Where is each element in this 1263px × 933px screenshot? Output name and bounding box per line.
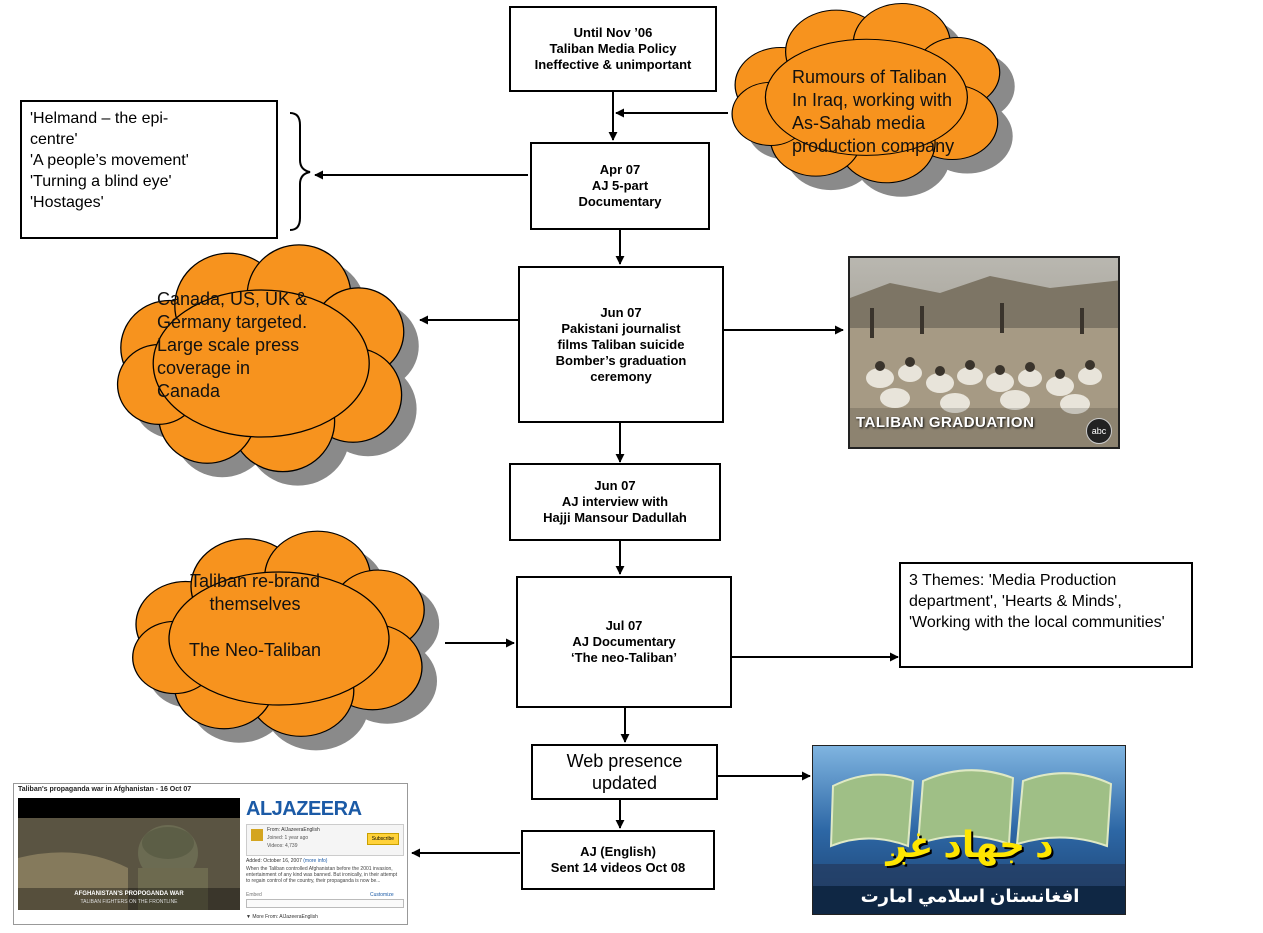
- box-line: Jul 07: [605, 618, 643, 633]
- box-web-presence: Web presence updated: [531, 744, 718, 800]
- box-until-nov: Until Nov ’06 Taliban Media Policy Ineff…: [509, 6, 717, 92]
- aj-description: When the Taliban controlled Afghanistan …: [246, 866, 398, 884]
- note-line: 'Hostages': [30, 194, 104, 211]
- aj-more-info-link[interactable]: (more info): [303, 858, 328, 864]
- aj-more-from[interactable]: ▼ More From: AlJazeeraEnglish: [246, 914, 318, 920]
- note-line: 'A people’s movement': [30, 152, 189, 169]
- cloud-line: [170, 616, 340, 639]
- image-taliban-graduation: TALIBAN GRADUATION abc: [848, 256, 1120, 449]
- box-line: Apr 07: [599, 162, 641, 177]
- aj-logo: ALJAZEERA: [246, 798, 362, 820]
- aj-channel-joined: Joined: 1 year ago: [267, 835, 309, 841]
- aj-video-frame: [18, 798, 240, 910]
- box-line: Bomber’s graduation: [555, 352, 687, 368]
- cloud-line: Canada, US, UK &: [157, 289, 308, 309]
- aj-channel-icon: [251, 829, 263, 841]
- box-line: Ineffective & unimportant: [534, 57, 692, 72]
- box-line: Hajji Mansour Dadullah: [543, 510, 687, 525]
- cloud-line: Large scale press: [157, 335, 300, 355]
- box-line: AJ Documentary: [572, 634, 676, 649]
- box-line: films Taliban suicide: [557, 336, 685, 352]
- cloud-canada-text: Canada, US, UK & Germany targeted. Large…: [157, 288, 307, 403]
- aj-channel-from: From: AlJazeeraEnglish: [267, 827, 320, 833]
- aj-embed-label: Embed: [246, 892, 262, 898]
- cloud-rebrand-text: Taliban re-brand themselves The Neo-Tali…: [170, 570, 340, 662]
- box-jul07: Jul 07 AJ Documentary ‘The neo-Taliban’: [516, 576, 732, 708]
- box-line: Sent 14 videos Oct 08: [550, 860, 686, 875]
- jihad-banner-art: [813, 746, 1125, 914]
- cloud-line: Canada: [157, 381, 221, 401]
- box-jun07-graduation: Jun 07 Pakistani journalist films Taliba…: [518, 266, 724, 423]
- cloud-line: Germany targeted.: [157, 312, 308, 332]
- brace-parts: [289, 112, 311, 231]
- note-line: 3 Themes: 'Media Production department',…: [909, 572, 1165, 631]
- box-line: ceremony: [590, 368, 652, 384]
- cloud-line: As-Sahab media: [792, 113, 926, 133]
- cloud-line: The Neo-Taliban: [188, 640, 322, 660]
- jihad-title: د جهاد غږ: [886, 824, 1054, 865]
- graduation-caption: TALIBAN GRADUATION: [856, 414, 1035, 431]
- image-jihad-website: د جهاد غږ افغانستان اسلامي امارت: [812, 745, 1126, 915]
- box-line: AJ (English): [580, 844, 656, 859]
- aj-added-date: Added: October 16, 2007 (more info): [246, 858, 327, 864]
- graduation-scene: [850, 258, 1118, 447]
- cloud-line: Rumours of Taliban: [792, 67, 947, 87]
- box-line: Until Nov ’06: [573, 25, 653, 40]
- cloud-line: In Iraq, working with: [792, 90, 953, 110]
- aj-video-player[interactable]: AFGHANISTAN'S PROPOGANDA WAR TALIBAN FIG…: [18, 798, 240, 910]
- box-line: Web presence: [566, 751, 683, 771]
- box-line: Pakistani journalist: [561, 320, 681, 336]
- aj-video-subcaption: TALIBAN FIGHTERS ON THE FRONTLINE: [80, 899, 178, 905]
- cloud-line: production company: [792, 136, 955, 156]
- note-documentary-parts: 'Helmand – the epi- centre' 'A people’s …: [20, 100, 278, 239]
- box-line: Jun 07: [594, 478, 636, 493]
- cloud-rumours-text: Rumours of Taliban In Iraq, working with…: [792, 66, 954, 158]
- box-aj-english: AJ (English) Sent 14 videos Oct 08: [521, 830, 715, 890]
- jihad-subtitle: افغانستان اسلامي امارت: [860, 886, 1080, 906]
- aj-subscribe-button[interactable]: Subscribe: [366, 833, 399, 845]
- aj-added: Added: October 16, 2007: [246, 858, 302, 864]
- abc-logo: abc: [1086, 418, 1112, 444]
- aj-video-caption: AFGHANISTAN'S PROPOGANDA WAR: [74, 891, 184, 897]
- box-line: AJ 5-part: [591, 178, 649, 193]
- note-line: 'Helmand – the epi-: [30, 110, 169, 127]
- aj-embed-field[interactable]: [246, 899, 404, 908]
- aj-customize-link[interactable]: Customize: [370, 892, 394, 898]
- cloud-line: Taliban re-brand: [189, 571, 321, 591]
- box-line: ‘The neo-Taliban’: [571, 650, 677, 665]
- cloud-line: themselves: [209, 594, 301, 614]
- box-line: AJ interview with: [561, 494, 669, 509]
- aj-channel-videos: Videos: 4,739: [267, 843, 298, 849]
- aj-headline: Taliban's propaganda war in Afghanistan …: [18, 786, 192, 793]
- note-three-themes: 3 Themes: 'Media Production department',…: [899, 562, 1193, 668]
- note-line: 'Turning a blind eye': [30, 173, 172, 190]
- box-line: Documentary: [578, 194, 662, 209]
- cloud-line: coverage in: [157, 358, 251, 378]
- box-line: Taliban Media Policy: [549, 41, 677, 56]
- box-jun07-interview: Jun 07 AJ interview with Hajji Mansour D…: [509, 463, 721, 541]
- box-line: Jun 07: [600, 304, 642, 320]
- note-line: centre': [30, 131, 78, 148]
- box-apr07: Apr 07 AJ 5-part Documentary: [530, 142, 710, 230]
- box-line: updated: [591, 773, 658, 793]
- image-aljazeera-page: Taliban's propaganda war in Afghanistan …: [13, 783, 408, 925]
- aj-channel-box: From: AlJazeeraEnglish Joined: 1 year ag…: [246, 824, 404, 856]
